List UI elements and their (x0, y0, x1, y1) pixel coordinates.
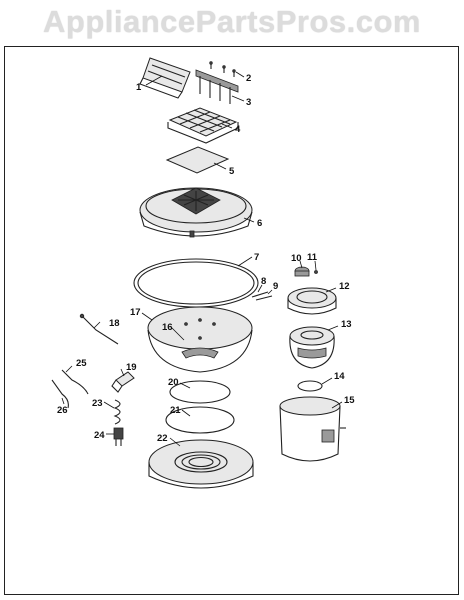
part-2-screws (209, 61, 236, 77)
part-15-canister (279, 396, 346, 462)
part-6-top-housing (139, 187, 253, 238)
part-3-bracket (195, 69, 239, 104)
part-5-pad (165, 146, 230, 174)
callout-24: 24 (94, 430, 105, 441)
part-23-spring (113, 399, 121, 425)
part-14-ring (297, 380, 323, 392)
diagram-frame (4, 46, 459, 595)
part-18-wire (79, 313, 119, 345)
callout-25: 25 (76, 358, 87, 369)
callout-13: 13 (341, 319, 352, 330)
callout-17: 17 (130, 307, 141, 318)
callout-12: 12 (339, 281, 350, 292)
callout-20: 20 (168, 377, 179, 388)
part-22-base (148, 439, 254, 489)
callout-10: 10 (291, 253, 302, 264)
callout-4: 4 (235, 124, 241, 135)
callout-7: 7 (254, 252, 259, 263)
callout-15: 15 (344, 395, 355, 406)
watermark: AppliancePartsPros.com (43, 4, 421, 39)
part-7-gasket (133, 258, 259, 308)
callout-22: 22 (157, 433, 168, 444)
callout-26: 26 (57, 405, 68, 416)
part-17-bowl (147, 306, 253, 373)
callout-labels: 1 2 3 4 5 6 7 8 9 10 11 12 13 14 15 16 1… (57, 73, 355, 444)
part-19-capacitor (111, 371, 135, 393)
callout-18: 18 (109, 318, 120, 329)
part-25-26-wires (51, 369, 89, 409)
callout-3: 3 (246, 97, 251, 108)
callout-1: 1 (136, 82, 142, 93)
part-21-ring (165, 406, 235, 434)
callout-23: 23 (92, 398, 103, 409)
callout-11: 11 (307, 252, 318, 263)
callout-16: 16 (162, 322, 173, 333)
callout-8: 8 (261, 276, 266, 287)
part-12-motor-ring (287, 287, 337, 315)
callout-21: 21 (170, 405, 181, 416)
callout-2: 2 (246, 73, 251, 84)
part-10-11-hardware (294, 266, 318, 277)
part-4-grille (167, 107, 239, 144)
part-1-filter-sheet (139, 57, 191, 99)
part-20-seal (169, 380, 231, 404)
part-24-plug (113, 427, 124, 446)
part-8-9-pins (251, 291, 273, 301)
callout-14: 14 (334, 371, 345, 382)
leader-lines (61, 71, 343, 447)
callout-6: 6 (257, 218, 262, 229)
callout-19: 19 (126, 362, 137, 373)
callout-9: 9 (273, 281, 278, 292)
callout-5: 5 (229, 166, 235, 177)
part-13-motor (289, 326, 335, 369)
